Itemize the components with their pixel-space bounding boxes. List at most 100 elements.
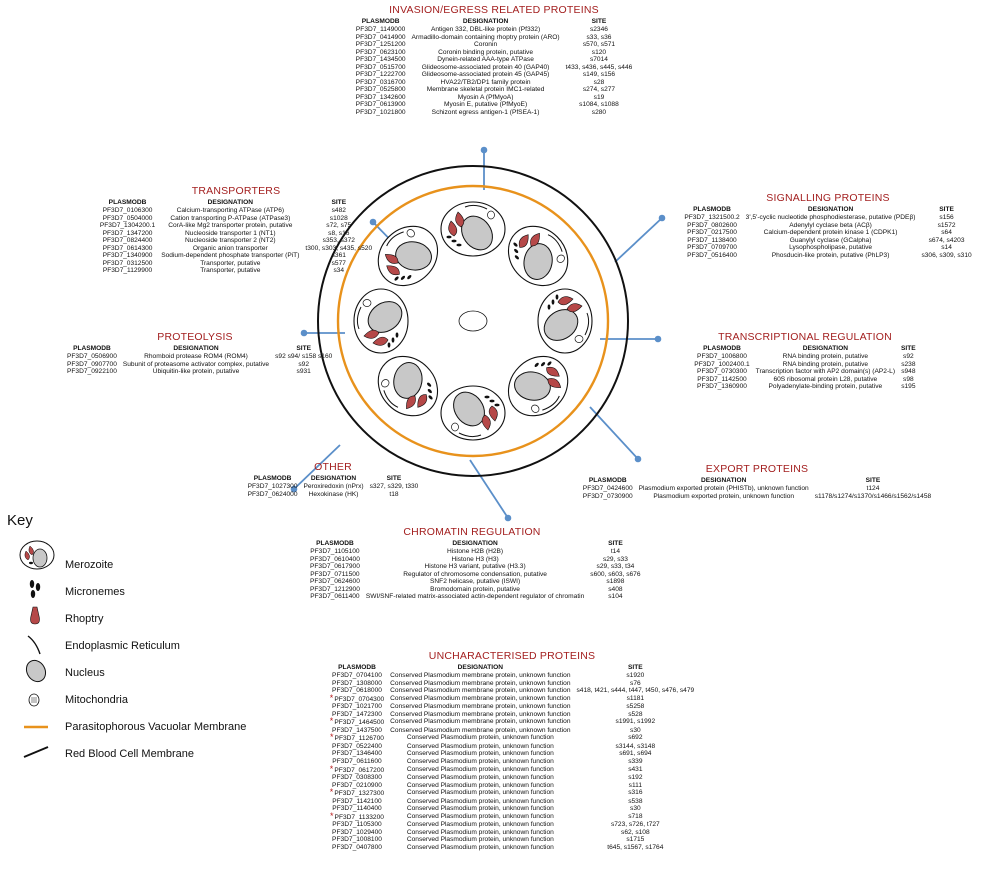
other-title: OTHER — [314, 461, 352, 473]
endoplasmic-reticulum — [458, 432, 482, 438]
plasmodb-id-cell: PF3D7_1021800 — [353, 109, 409, 117]
plasmodb-id-cell: PF3D7_0414900 — [353, 34, 409, 42]
designation-cell: Hexokinase (HK) — [308, 490, 359, 498]
designation-cell: Conserved Plasmodium protein, unknown fu… — [406, 734, 554, 742]
signalling-title: SIGNALLING PROTEINS — [766, 192, 890, 204]
site-cell: s1920 — [626, 672, 645, 679]
designation-cell: Cation transporting P-ATPase (ATPase3) — [170, 214, 291, 222]
designation-cell: RNA binding protein, putative — [782, 353, 869, 360]
plasmodb-id: PF3D7_1434500 — [355, 56, 406, 64]
designation-cell: Conserved Plasmodium protein, unknown fu… — [406, 805, 554, 813]
site-cell: s5258 — [626, 703, 645, 711]
designation-cell: Conserved Plasmodium membrane protein, u… — [390, 694, 571, 702]
plasmodb-id: PF3D7_0516400 — [687, 251, 737, 259]
designation-cell: Rhomboid protease ROM4 (ROM4) — [144, 353, 248, 360]
designation-cell: Conserved Plasmodium protein, unknown fu… — [406, 781, 554, 789]
site-cell: s7014 — [589, 56, 608, 64]
site-cell: s3144, s3148 — [615, 742, 656, 750]
site-cell: s538 — [628, 797, 643, 805]
plasmodb-id: PF3D7_0704300 — [334, 695, 385, 703]
plasmodb-id: PF3D7_0316700 — [355, 78, 406, 86]
transcription-header-0: PLASMODB — [703, 345, 741, 352]
rhoptry — [557, 296, 574, 306]
uncharacterised-header-0: PLASMODB — [338, 664, 376, 671]
connector-signalling — [614, 217, 663, 263]
merozoite — [377, 355, 439, 417]
plasmodb-id-cell: *PF3D7_0704300 — [327, 693, 387, 704]
connector-dot-proteolysis — [300, 329, 308, 337]
site-cell: s195 — [901, 383, 916, 391]
plasmodb-id: PF3D7_0802600 — [687, 221, 737, 229]
plasmodb-id-cell: PF3D7_1437500 — [327, 727, 387, 735]
nucleus — [453, 391, 485, 427]
plasmodb-id: PF3D7_1222700 — [355, 71, 406, 79]
plasmodb-id-cell: PF3D7_0624600 — [307, 578, 363, 586]
uncharacterised-header-2: SITE — [628, 664, 643, 671]
designation-cell: Histone H2B (H2B) — [447, 548, 504, 555]
nucleus — [514, 371, 551, 401]
plasmodb-id-cell: PF3D7_0407800 — [327, 844, 387, 852]
plasmodb-id: PF3D7_1342600 — [355, 93, 406, 101]
other-header-2: SITE — [386, 475, 402, 482]
signalling-header-0: PLASMODB — [693, 206, 731, 213]
plasmodb-id: PF3D7_1360900 — [697, 383, 747, 391]
site-cell: s28 — [593, 78, 605, 86]
connector-dot-chromatin — [504, 514, 512, 522]
invasion-title: INVASION/EGRESS RELATED PROTEINS — [389, 4, 599, 16]
site-cell: s33, s36 — [586, 33, 612, 41]
rhoptry — [448, 220, 458, 237]
plasmodb-id-cell: PF3D7_0504000 — [97, 215, 158, 223]
plasmodb-id-cell: PF3D7_0802600 — [681, 222, 742, 230]
plasmodb-id-cell: PF3D7_1002400.1 — [691, 361, 752, 369]
site-cell: s316 — [628, 789, 643, 797]
designation-cell: Ubiquitin-like protein, putative — [152, 368, 240, 376]
plasmodb-id-cell: PF3D7_1105100 — [307, 548, 363, 556]
connector-chromatin — [469, 459, 509, 519]
plasmodb-id: PF3D7_1464500 — [334, 719, 385, 727]
merozoite — [440, 385, 506, 441]
star-marker: * — [330, 810, 334, 821]
site-cell: s238 — [901, 360, 916, 368]
plasmodb-id: PF3D7_1002400.1 — [694, 360, 750, 368]
microneme — [494, 403, 500, 407]
plasmodb-id-cell: PF3D7_0525800 — [353, 86, 409, 94]
connector-dot-export — [634, 455, 642, 463]
plasmodb-id-cell: PF3D7_1251200 — [353, 41, 409, 49]
plasmodb-id-cell: PF3D7_1021700 — [327, 703, 387, 711]
site-cell: s76 — [630, 679, 641, 687]
key-label-merozoite: Merozoite — [65, 559, 114, 571]
plasmodb-id: PF3D7_0617900 — [310, 563, 360, 571]
endoplasmic-reticulum — [386, 231, 404, 247]
designation-cell: Conserved Plasmodium membrane protein, u… — [390, 679, 571, 687]
plasmodb-id: PF3D7_1304200.1 — [99, 222, 156, 230]
plasmodb-id-cell: PF3D7_1008100 — [327, 836, 387, 844]
star-marker: * — [330, 732, 334, 743]
connector-dot-invasion — [480, 146, 488, 154]
designation-cell: Subunit of proteasome activator complex,… — [122, 360, 270, 368]
endoplasmic-reticulum — [584, 312, 590, 336]
site-cell: s723, s726, t727 — [610, 821, 660, 829]
site-cell: s156 — [939, 214, 954, 221]
microneme — [446, 235, 452, 239]
mitochondria — [381, 379, 390, 388]
mitochondria — [574, 335, 584, 343]
microneme — [427, 388, 432, 394]
designation-cell: Conserved Plasmodium protein, unknown fu… — [406, 765, 554, 773]
